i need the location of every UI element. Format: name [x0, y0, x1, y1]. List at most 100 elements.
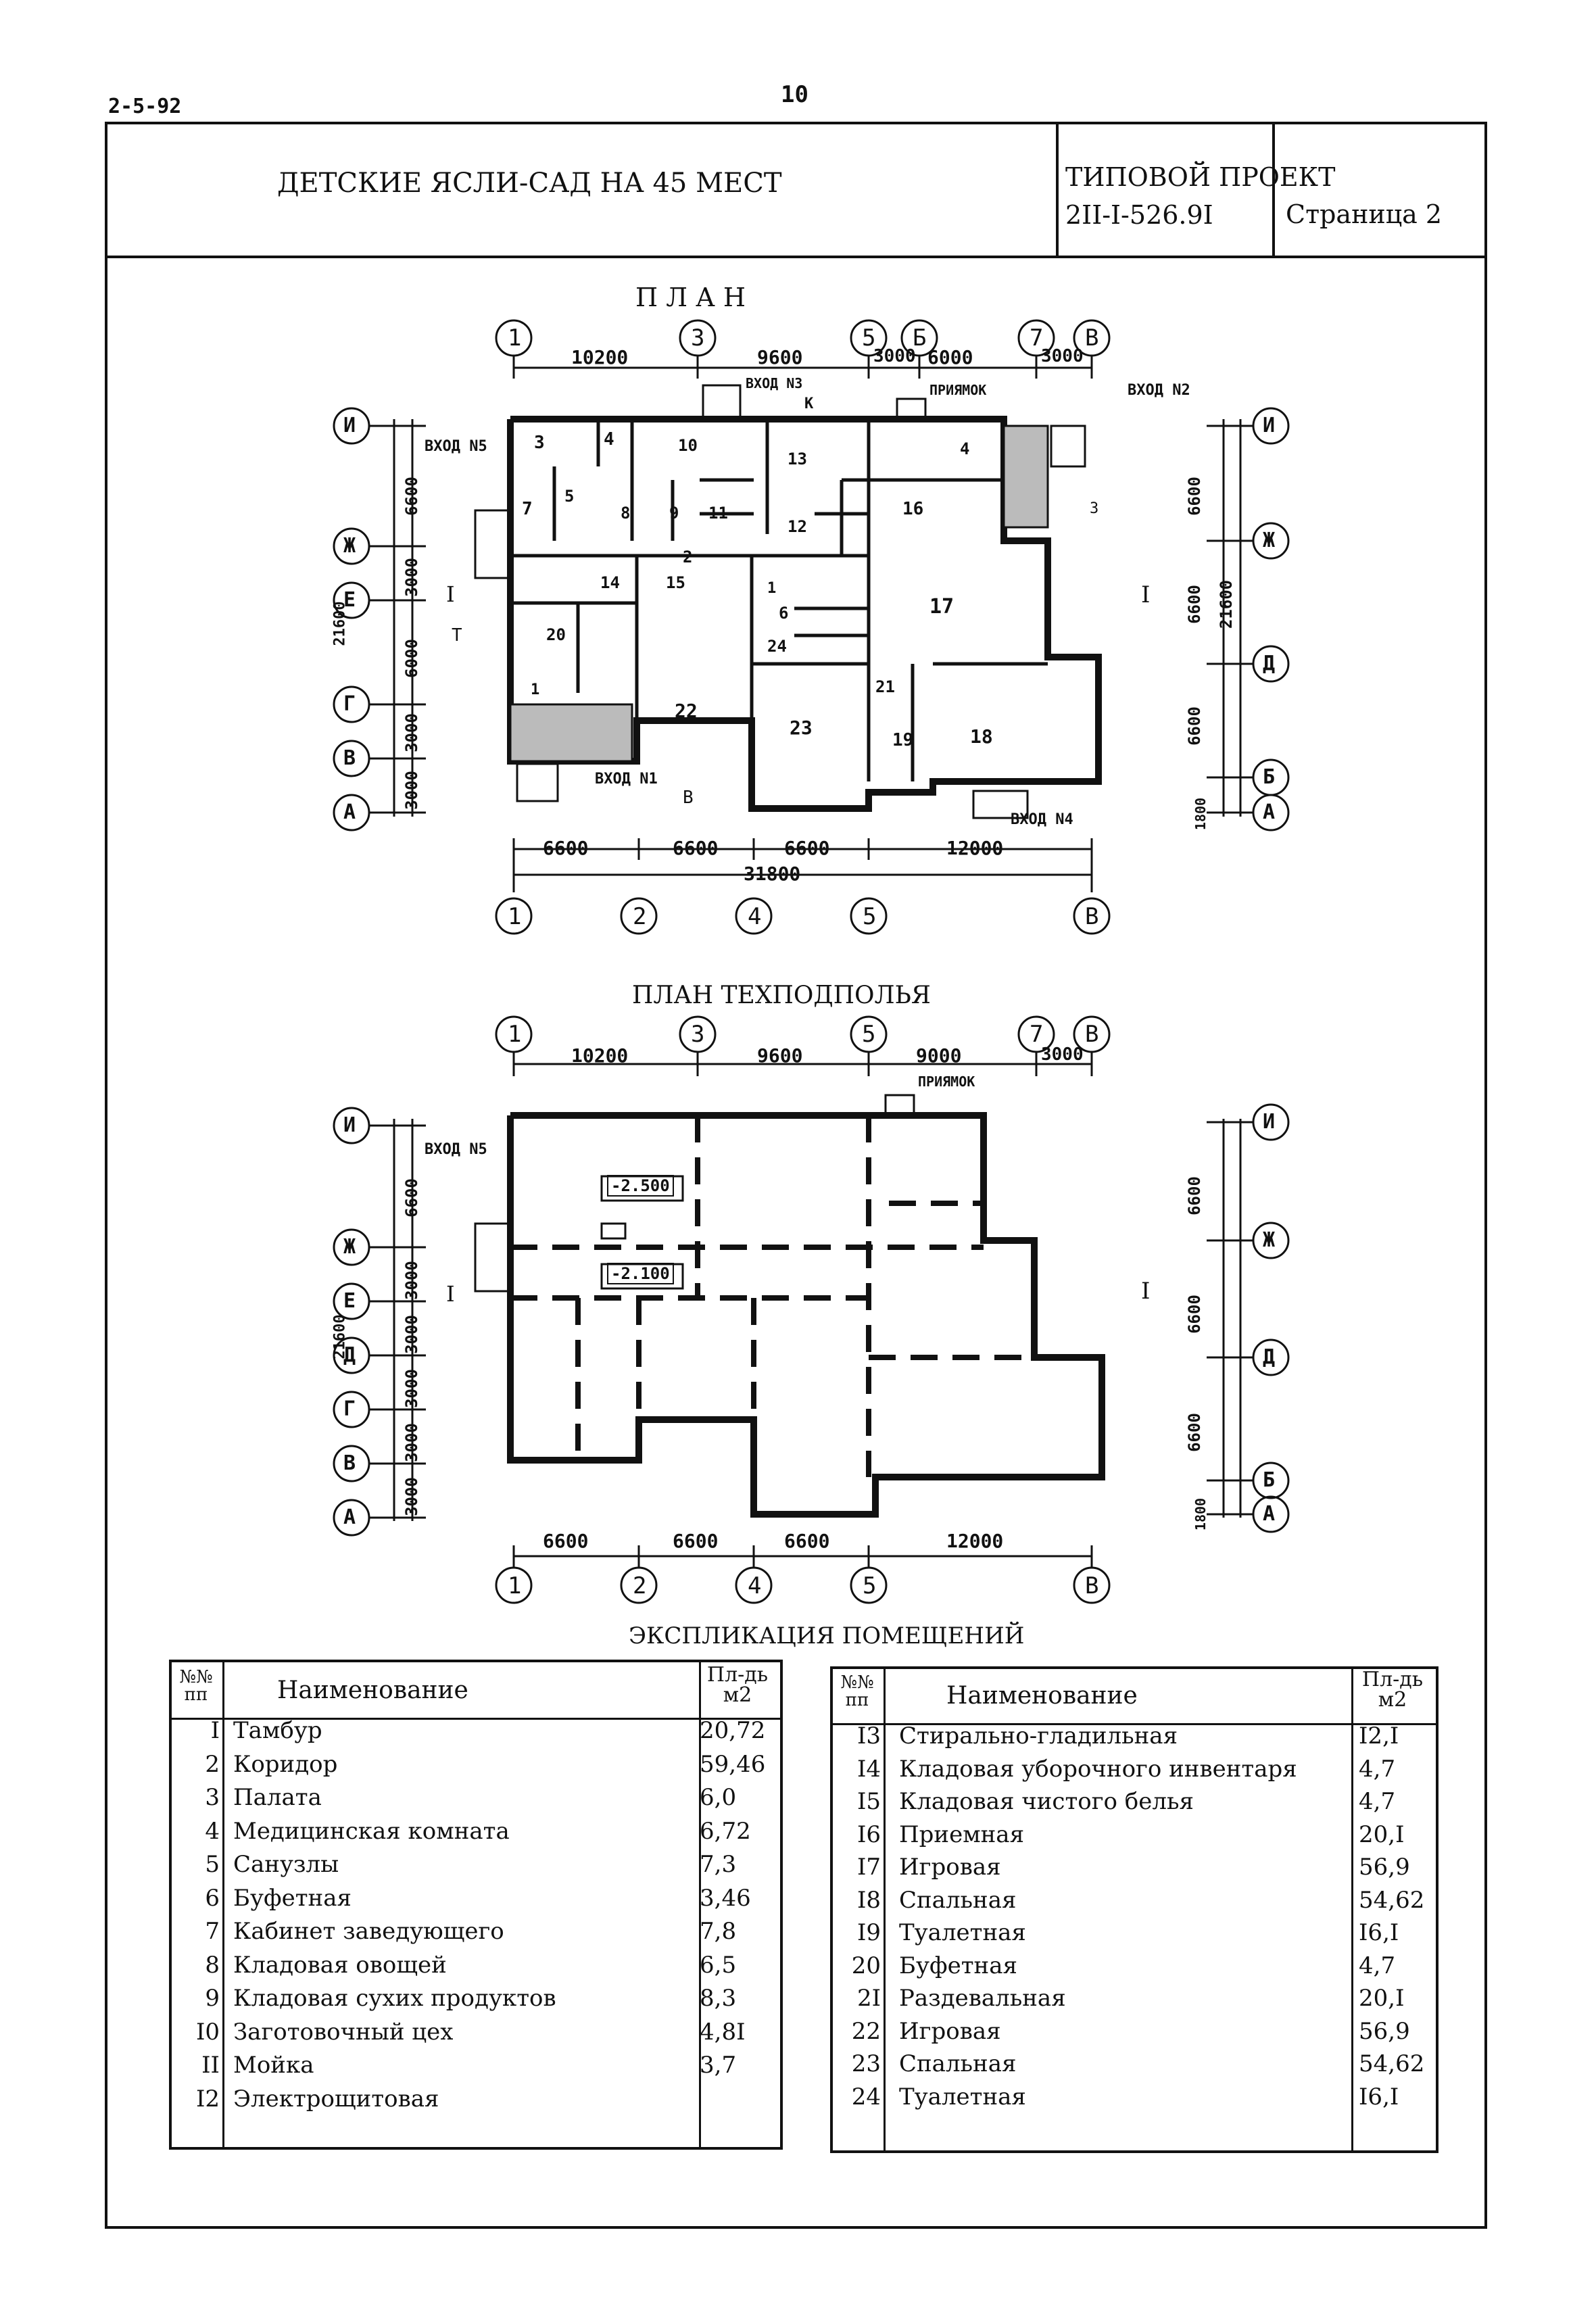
- dimension: 10200: [571, 346, 629, 368]
- axis-label: Д: [1263, 652, 1276, 675]
- row-area: 54,62: [1359, 2050, 1425, 2077]
- row-number: 7: [205, 1918, 220, 1945]
- axis-label: В: [1085, 324, 1099, 352]
- row-area: 7,8: [700, 1918, 737, 1945]
- axis-label: 1: [508, 324, 522, 352]
- row-name: Санузлы: [233, 1851, 339, 1878]
- explication-title: ЭКСПЛИКАЦИЯ ПОМЕЩЕНИЙ: [629, 1622, 1025, 1649]
- axis-label: 4: [748, 903, 762, 930]
- row-number: I5: [856, 1788, 881, 1815]
- header-bottom-line: [105, 256, 1487, 258]
- row-number: 2I: [856, 1985, 881, 2012]
- page-number: 10: [781, 81, 808, 108]
- room-number: 4: [960, 439, 970, 458]
- level-mark: -2.500: [607, 1175, 674, 1197]
- row-area: 3,46: [700, 1884, 751, 1912]
- row-name: Тамбур: [233, 1717, 322, 1744]
- axis-label: В: [343, 1451, 356, 1475]
- room-number: 24: [767, 637, 787, 656]
- axis-label: Б: [913, 324, 927, 352]
- axis-4-bottom: [735, 897, 773, 935]
- axis-label: 5: [862, 1021, 876, 1048]
- row-area: I6,I: [1359, 1919, 1399, 1946]
- room-number: 9: [669, 504, 679, 523]
- axis-label: И: [1263, 414, 1276, 437]
- room-number: 10: [678, 436, 698, 455]
- dimension: 10200: [571, 1044, 629, 1067]
- row-name: Игровая: [899, 2017, 1001, 2045]
- dimension: 1800: [1192, 797, 1209, 831]
- dimension-total: 21600: [331, 1314, 349, 1359]
- explication-table-left: [169, 1660, 783, 2150]
- axis-label: Г: [343, 692, 356, 716]
- dimension: 6600: [784, 1530, 830, 1552]
- row-name: Электрощитовая: [233, 2085, 439, 2113]
- dimension: 3000: [1041, 346, 1084, 366]
- room-number: 21: [875, 677, 895, 696]
- axis-label: 1: [508, 903, 522, 930]
- dimension: 6600: [1184, 1295, 1204, 1334]
- axis-label: 3: [691, 324, 705, 352]
- floor-plan: [333, 319, 1290, 935]
- row-area: 7,3: [700, 1851, 737, 1878]
- row-name: Туалетная: [899, 1919, 1026, 1946]
- row-area: 59,46: [700, 1750, 766, 1778]
- axis-label: В: [1085, 1021, 1099, 1048]
- header-divider-1: [1056, 122, 1059, 257]
- column-header-num: №№ пп: [179, 1667, 213, 1705]
- dimension-total: 21600: [1217, 579, 1236, 629]
- row-number: I0: [195, 2018, 220, 2046]
- dimension: 6600: [543, 1530, 589, 1552]
- axis-label: А: [343, 1505, 356, 1529]
- dimension: 3000: [402, 1369, 421, 1408]
- axis-label: 3: [691, 1021, 705, 1048]
- doc-code: 2-5-92: [108, 95, 182, 118]
- row-number: I: [210, 1717, 220, 1744]
- entrance-label: ВХОД N5: [425, 438, 487, 455]
- room-number: 8: [621, 504, 631, 523]
- room-number: 17: [929, 595, 954, 619]
- room-number: 12: [788, 517, 807, 536]
- pit-label: ПРИЯМОК: [929, 382, 987, 398]
- row-name: Буфетная: [233, 1884, 352, 1912]
- pit-label: ПРИЯМОК: [918, 1073, 975, 1090]
- dimension: 3000: [1041, 1044, 1084, 1065]
- room-number: 19: [892, 730, 914, 750]
- axis-label: 1: [508, 1572, 522, 1599]
- dimension: 6600: [1184, 1176, 1204, 1215]
- row-area: I2,I: [1359, 1722, 1399, 1750]
- page-label: Страница 2: [1286, 199, 1443, 229]
- row-area: 20,I: [1359, 1820, 1405, 1848]
- row-name: Спальная: [899, 1886, 1017, 1914]
- row-area: 4,7: [1359, 1755, 1396, 1783]
- dimension: 6000: [927, 346, 973, 368]
- dimension: 3000: [402, 1261, 421, 1300]
- axis-label: 2: [633, 903, 647, 930]
- axis-label: 2: [633, 1572, 647, 1599]
- axis-label: И: [343, 414, 356, 437]
- dimension: 9000: [916, 1044, 962, 1067]
- axis-label: В: [1085, 1572, 1099, 1599]
- row-area: 20,72: [700, 1717, 766, 1744]
- room-number: 13: [788, 450, 807, 468]
- row-number: I4: [856, 1755, 881, 1783]
- row-number: 3: [205, 1784, 220, 1811]
- document-title: ДЕТСКИЕ ЯСЛИ-САД НА 45 МЕСТ: [277, 168, 782, 199]
- dimension: 12000: [946, 837, 1004, 859]
- dimension: 6000: [402, 639, 421, 678]
- row-area: 54,62: [1359, 1886, 1425, 1914]
- axis-label: Б: [1263, 1468, 1276, 1492]
- dimension: 6600: [1184, 585, 1204, 624]
- dimension: 3000: [402, 1423, 421, 1462]
- dimension: 6600: [784, 837, 830, 859]
- row-name: Палата: [233, 1784, 322, 1811]
- row-area: 6,0: [700, 1784, 737, 1811]
- page-frame: [105, 122, 1487, 2229]
- row-area: I6,I: [1359, 2083, 1399, 2110]
- row-area: 4,7: [1359, 1952, 1396, 1979]
- section-mark: I: [446, 1281, 455, 1307]
- axis-label: 4: [748, 1572, 762, 1599]
- row-number: 22: [851, 2017, 881, 2045]
- row-number: 9: [205, 1985, 220, 2012]
- axis-label: А: [1263, 800, 1276, 824]
